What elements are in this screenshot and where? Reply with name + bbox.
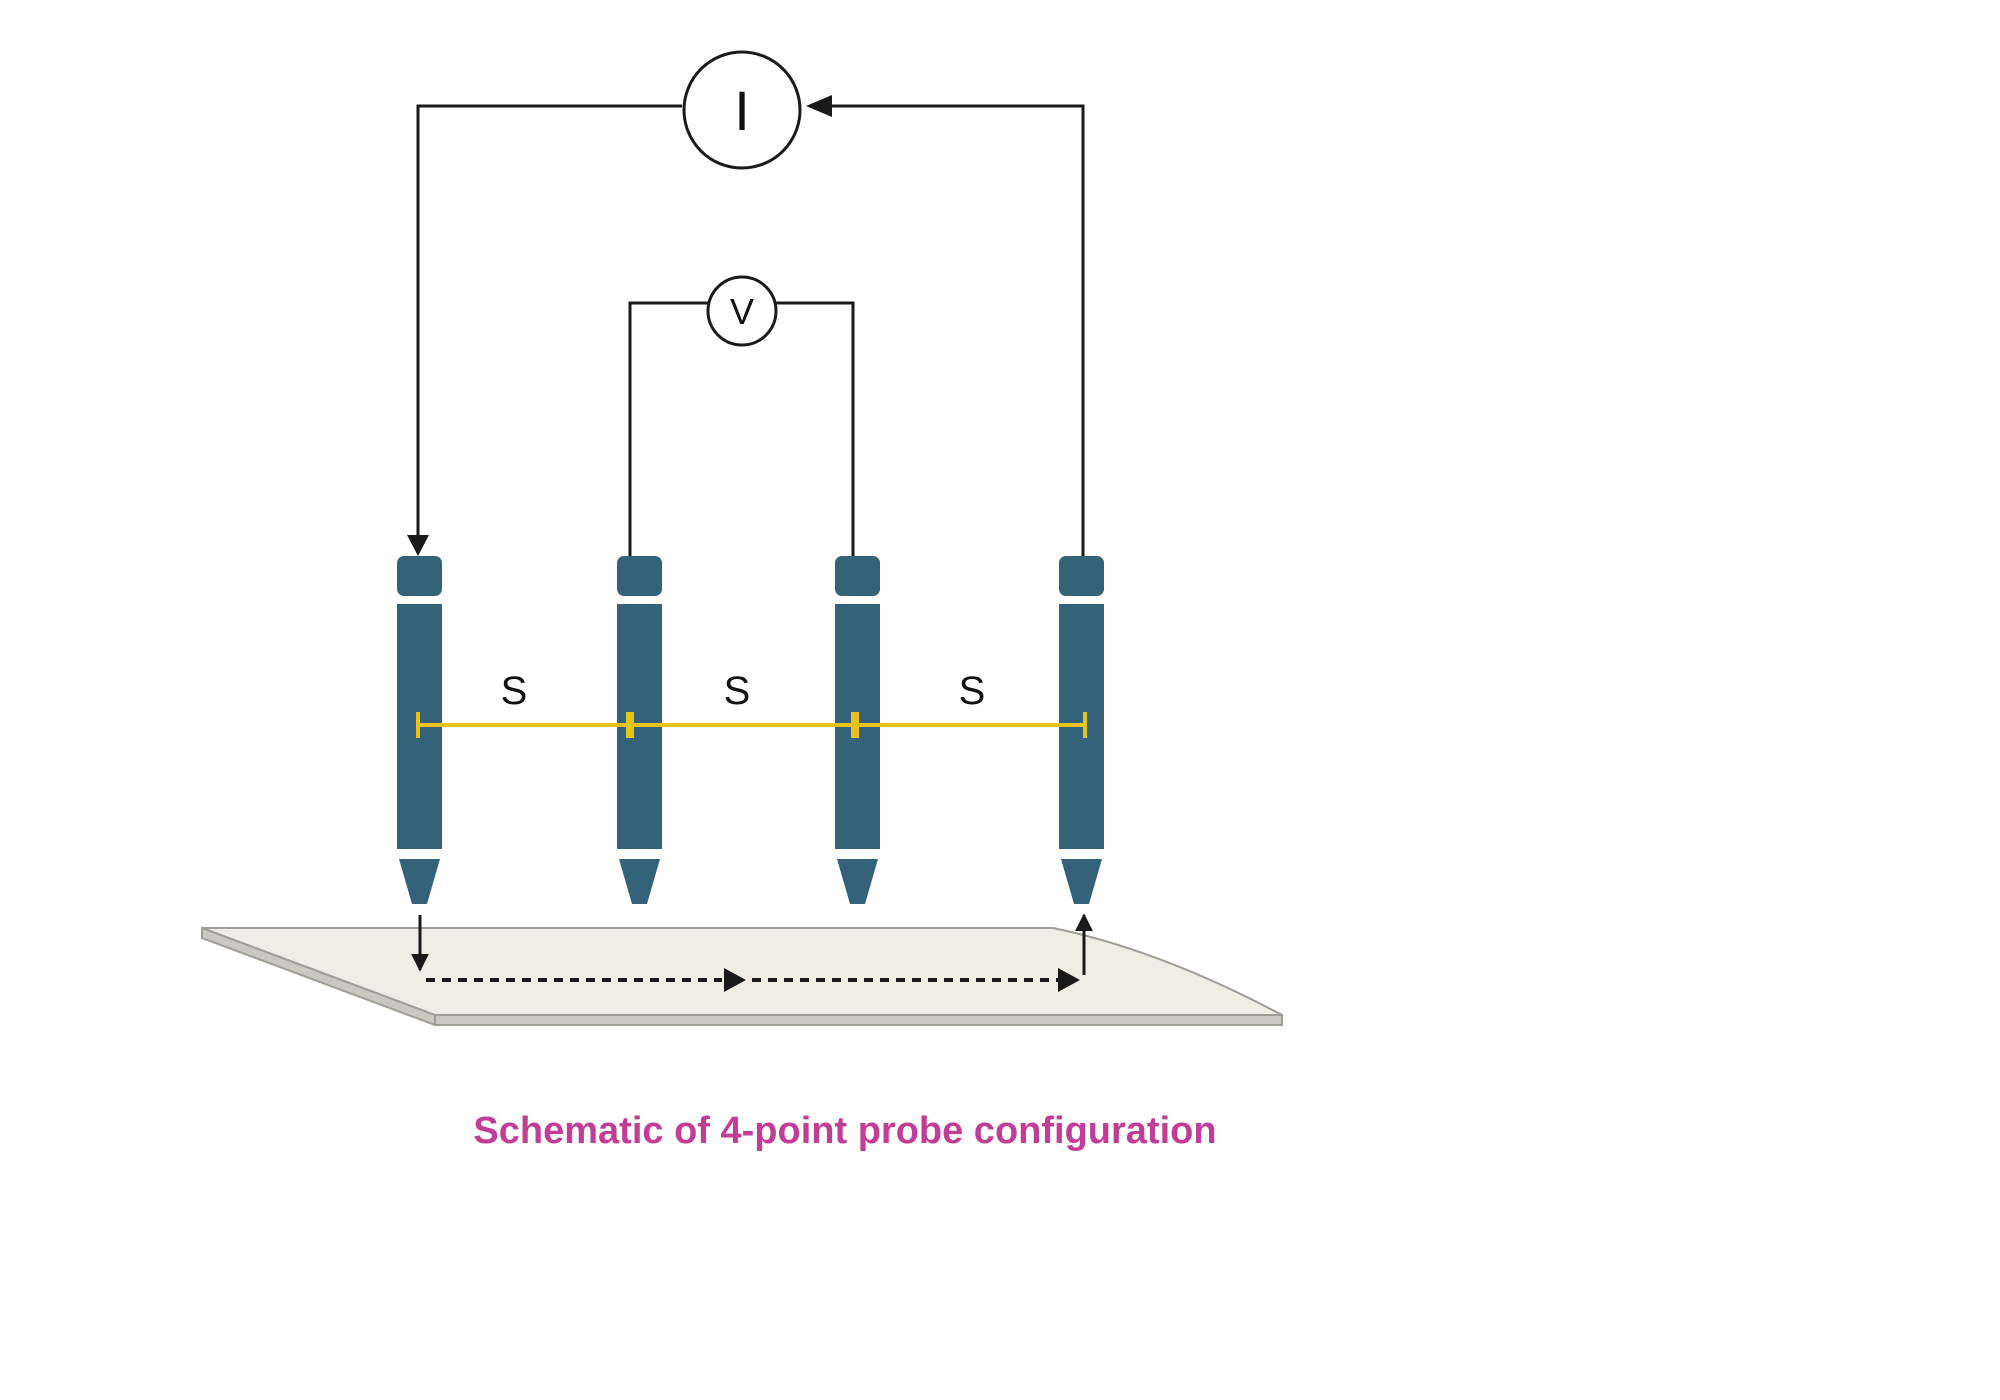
current-wire-right-arrowhead (806, 95, 832, 117)
probe-cap (1059, 556, 1104, 596)
spacing-tick (851, 712, 859, 738)
current-flow-arrowhead-2 (1058, 968, 1080, 992)
spacing-tick (626, 712, 634, 738)
substrate-top-surface (201, 927, 1283, 1016)
probe-tip (1061, 859, 1102, 904)
voltage-circuit: V (628, 275, 855, 556)
current-flow-arrowhead-1 (724, 968, 746, 992)
voltage-meter-label: V (730, 291, 754, 332)
current-meter-label: I (734, 79, 750, 142)
current-flow-path (411, 913, 1093, 992)
current-meter (682, 50, 802, 170)
voltage-meter (706, 275, 778, 347)
probe-spacing-indicator: S S S (416, 669, 1087, 738)
spacing-label-1: S (501, 669, 528, 713)
substrate (201, 926, 1283, 1027)
substrate-front-edge (434, 1014, 1283, 1026)
probe-4 (1059, 556, 1104, 904)
probe-2 (617, 556, 662, 904)
current-circuit: I (407, 50, 1085, 556)
probe-tip (837, 859, 878, 904)
probe-cap (617, 556, 662, 596)
current-wire-left (416, 104, 682, 536)
diagram-caption: Schematic of 4-point probe configuration (473, 1110, 1216, 1152)
spacing-label-2: S (724, 669, 751, 713)
spacing-label-3: S (959, 669, 986, 713)
probe-tip (619, 859, 660, 904)
probe-tip (399, 859, 440, 904)
current-wire-left-arrowhead (407, 535, 429, 556)
current-wire-right (830, 104, 1085, 556)
voltage-wire-right (776, 301, 855, 556)
probe-cap (397, 556, 442, 596)
probe-cap (835, 556, 880, 596)
voltage-wire-left (628, 301, 709, 556)
